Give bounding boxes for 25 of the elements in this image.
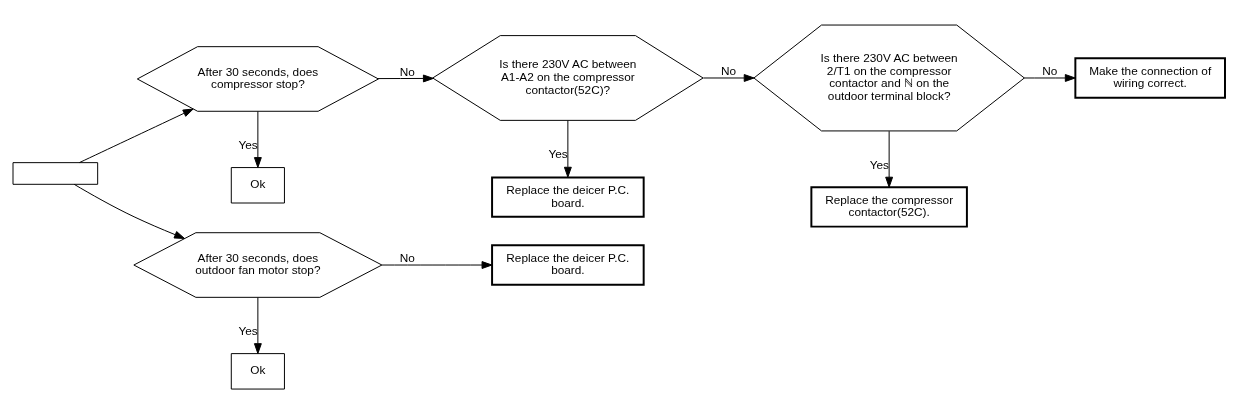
node-box: Replace the deicer P.C. board. — [491, 243, 645, 286]
arrow — [253, 296, 262, 354]
node-box: Replace the deicer P.C. board. — [491, 175, 645, 218]
edge-label: Yes — [238, 323, 258, 338]
edge-label: No — [399, 250, 415, 265]
edge-label: Yes — [869, 157, 889, 172]
node-box: Ok — [230, 166, 285, 203]
node-box — [12, 161, 99, 185]
arrow — [253, 110, 262, 168]
arrow — [78, 108, 194, 163]
node-box: Make the connection of wiring correct. — [1074, 56, 1226, 99]
edge-label: No — [1042, 63, 1058, 78]
arrow — [702, 73, 755, 82]
edge-label: No — [399, 64, 415, 79]
arrow — [1023, 73, 1076, 82]
arrow — [377, 74, 434, 82]
node-box: Replace the compressor contactor(52C). — [810, 185, 968, 228]
edge-label: Yes — [238, 137, 258, 152]
node-box: Ok — [230, 352, 285, 390]
arrow — [73, 183, 185, 239]
arrow — [563, 119, 572, 178]
arrow — [885, 130, 894, 188]
edge-label: Yes — [548, 146, 568, 161]
edge-label: No — [720, 63, 737, 78]
arrow — [381, 260, 493, 269]
